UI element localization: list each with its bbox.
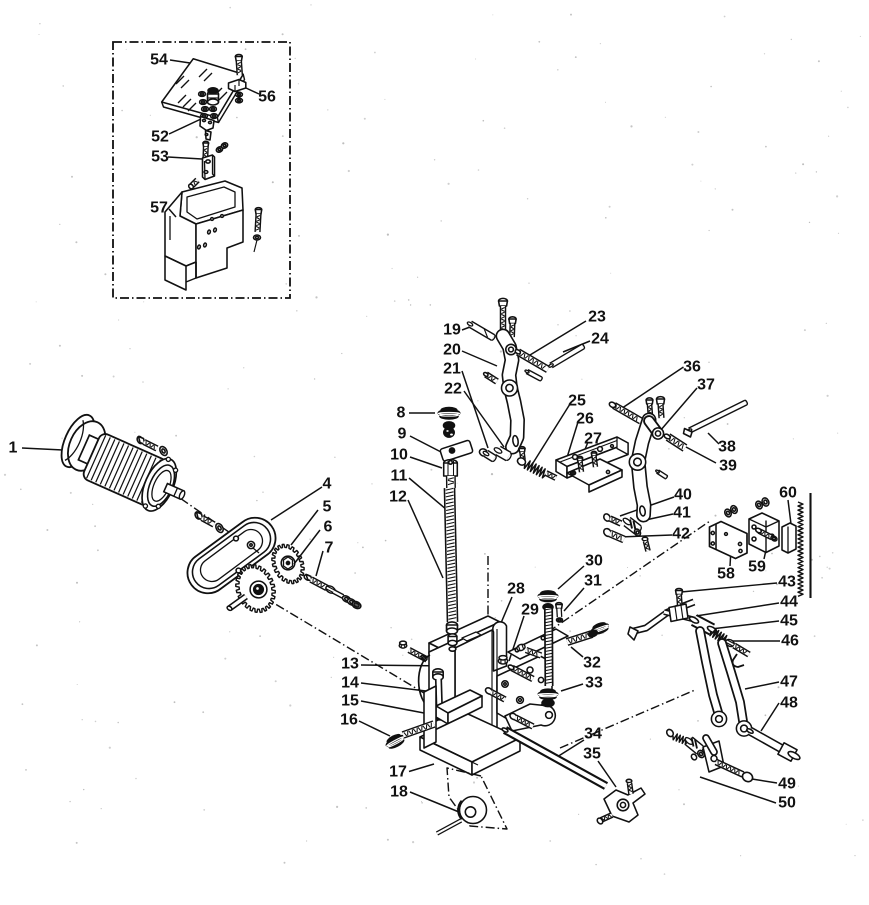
svg-text:28: 28 xyxy=(507,581,525,598)
svg-text:56: 56 xyxy=(258,89,276,106)
svg-text:60: 60 xyxy=(779,485,797,502)
svg-text:13: 13 xyxy=(341,656,359,673)
svg-text:17: 17 xyxy=(389,764,407,781)
svg-text:22: 22 xyxy=(444,381,462,398)
svg-text:8: 8 xyxy=(397,405,406,422)
svg-text:36: 36 xyxy=(683,359,701,376)
svg-text:53: 53 xyxy=(151,149,169,166)
svg-text:49: 49 xyxy=(778,776,796,793)
svg-text:45: 45 xyxy=(780,613,798,630)
svg-text:14: 14 xyxy=(341,675,359,692)
svg-text:40: 40 xyxy=(674,487,692,504)
svg-text:50: 50 xyxy=(778,795,796,812)
svg-text:7: 7 xyxy=(325,540,334,557)
svg-text:12: 12 xyxy=(389,489,407,506)
svg-text:18: 18 xyxy=(390,784,408,801)
svg-text:46: 46 xyxy=(781,633,799,650)
svg-text:20: 20 xyxy=(443,342,461,359)
svg-text:10: 10 xyxy=(390,447,408,464)
svg-text:48: 48 xyxy=(780,695,798,712)
svg-text:38: 38 xyxy=(718,439,736,456)
svg-text:26: 26 xyxy=(576,411,594,428)
svg-text:54: 54 xyxy=(150,52,168,69)
svg-text:11: 11 xyxy=(391,468,408,485)
svg-text:25: 25 xyxy=(568,393,586,410)
svg-text:32: 32 xyxy=(583,655,601,672)
svg-text:4: 4 xyxy=(323,476,332,493)
svg-text:43: 43 xyxy=(778,574,796,591)
svg-text:33: 33 xyxy=(585,675,603,692)
svg-text:21: 21 xyxy=(443,361,461,378)
svg-text:59: 59 xyxy=(748,559,766,576)
svg-text:58: 58 xyxy=(717,566,735,583)
svg-text:42: 42 xyxy=(672,526,690,543)
svg-text:52: 52 xyxy=(151,129,169,146)
svg-text:9: 9 xyxy=(398,426,407,443)
svg-text:5: 5 xyxy=(323,499,332,516)
svg-text:1: 1 xyxy=(9,440,18,457)
svg-text:30: 30 xyxy=(585,553,603,570)
svg-text:44: 44 xyxy=(780,594,798,611)
svg-text:15: 15 xyxy=(341,693,359,710)
svg-text:35: 35 xyxy=(583,746,601,763)
svg-text:19: 19 xyxy=(443,322,461,339)
svg-text:23: 23 xyxy=(588,309,606,326)
svg-text:57: 57 xyxy=(150,200,168,217)
svg-text:37: 37 xyxy=(697,377,715,394)
svg-text:47: 47 xyxy=(780,674,798,691)
svg-text:6: 6 xyxy=(324,519,333,536)
svg-text:24: 24 xyxy=(591,331,609,348)
svg-text:31: 31 xyxy=(584,573,602,590)
svg-text:41: 41 xyxy=(673,505,691,522)
svg-text:39: 39 xyxy=(719,458,737,475)
svg-text:16: 16 xyxy=(340,712,358,729)
